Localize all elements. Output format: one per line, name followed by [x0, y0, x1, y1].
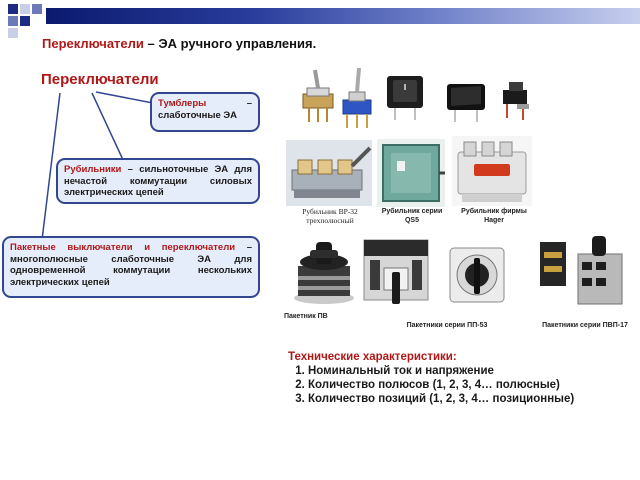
header-square — [8, 4, 18, 14]
tech-characteristics: Технические характеристики: Номинальный … — [288, 350, 628, 406]
title-accent: Переключатели — [42, 36, 144, 51]
header-square — [32, 4, 42, 14]
connector-line — [95, 91, 159, 105]
caption-pvp17: Пакетники серии ПВП-17 — [542, 322, 628, 329]
callout-text: – слаботочные ЭА — [158, 98, 252, 121]
callout-packet-switches: Пакетные выключатели и переключатели – м… — [2, 236, 260, 298]
rocker-switch-2 — [447, 84, 485, 122]
callout-text: – сильноточные ЭА для нечастой коммутаци… — [64, 164, 252, 198]
tech-list: Номинальный ток и напряжение Количество … — [288, 364, 628, 406]
header-bar — [46, 8, 640, 24]
slide-title: Переключатели – ЭА ручного управления. — [42, 36, 316, 51]
callout-toggle-switches: Тумблеры – слаботочные ЭА — [150, 92, 260, 132]
header-square — [20, 4, 30, 14]
packet-switch-pp53-photo-2 — [449, 247, 505, 303]
knife-switch-vr32-photo — [286, 140, 372, 206]
tech-item: Номинальный ток и напряжение — [308, 364, 628, 378]
tech-item: Количество позиций (1, 2, 3, 4… позицион… — [308, 392, 628, 406]
tech-item: Количество полюсов (1, 2, 3, 4… полюсные… — [308, 378, 628, 392]
callout-term: Рубильники — [64, 164, 122, 175]
packet-switch-pv-photo — [294, 242, 354, 304]
section-heading: Переключатели — [41, 71, 159, 88]
caption-vr32: Рубильник ВР-32 трехполюсный — [302, 207, 358, 225]
header-square — [8, 28, 18, 38]
callout-term: Пакетные выключатели и переключатели — [10, 242, 236, 253]
packet-switch-pp53-photo-1 — [363, 239, 429, 304]
rocker-switch-1 — [387, 76, 423, 120]
title-rest: – ЭА ручного управления. — [143, 36, 317, 51]
caption-qs5: Рубильник серии QS5 — [381, 208, 443, 224]
callout-term: Тумблеры — [158, 98, 207, 109]
caption-hager: Рубильник фирмы Hager — [461, 208, 527, 224]
callout-knife-switches: Рубильники – сильноточные ЭА для нечасто… — [56, 158, 260, 204]
knife-switch-qs5-photo — [377, 139, 445, 207]
toggle-switch-2 — [342, 67, 372, 128]
caption-pp53: Пакетники серии ПП-53 — [406, 322, 488, 329]
toggle-switch-photos — [302, 67, 529, 128]
caption-pv: Пакетник ПВ — [284, 313, 328, 320]
connector-line — [91, 92, 125, 163]
connector-line — [41, 92, 61, 241]
callout-text: – многополюсные слаботочные ЭА для однов… — [10, 242, 252, 288]
packet-switch-pvp17-photo — [540, 236, 623, 305]
tech-heading: Технические характеристики: — [288, 351, 457, 363]
micro-switch — [503, 82, 529, 120]
toggle-switch-1 — [302, 69, 334, 122]
header-square — [8, 16, 18, 26]
header-square — [20, 16, 30, 26]
knife-switch-hager-photo — [452, 136, 532, 206]
